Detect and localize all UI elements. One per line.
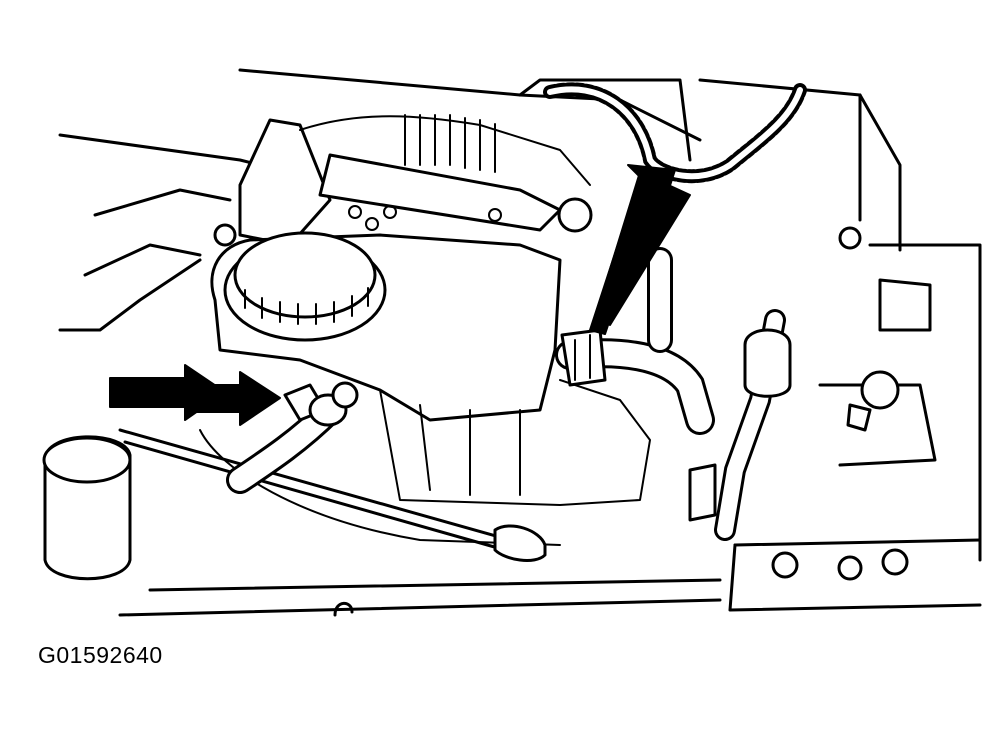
upper-bracket bbox=[213, 114, 862, 281]
right-pointer-arrow bbox=[589, 164, 691, 335]
dipstick-rod bbox=[118, 428, 547, 562]
left-filler-cap bbox=[42, 435, 132, 581]
wiring-harness bbox=[543, 82, 807, 184]
reservoir-cap bbox=[223, 231, 387, 342]
figure-id-label: G01592640 bbox=[38, 642, 163, 668]
left-pointer-arrow bbox=[109, 364, 281, 426]
left-hose bbox=[226, 381, 359, 494]
right-vertical-hose bbox=[647, 247, 909, 581]
right-hose bbox=[555, 328, 715, 435]
